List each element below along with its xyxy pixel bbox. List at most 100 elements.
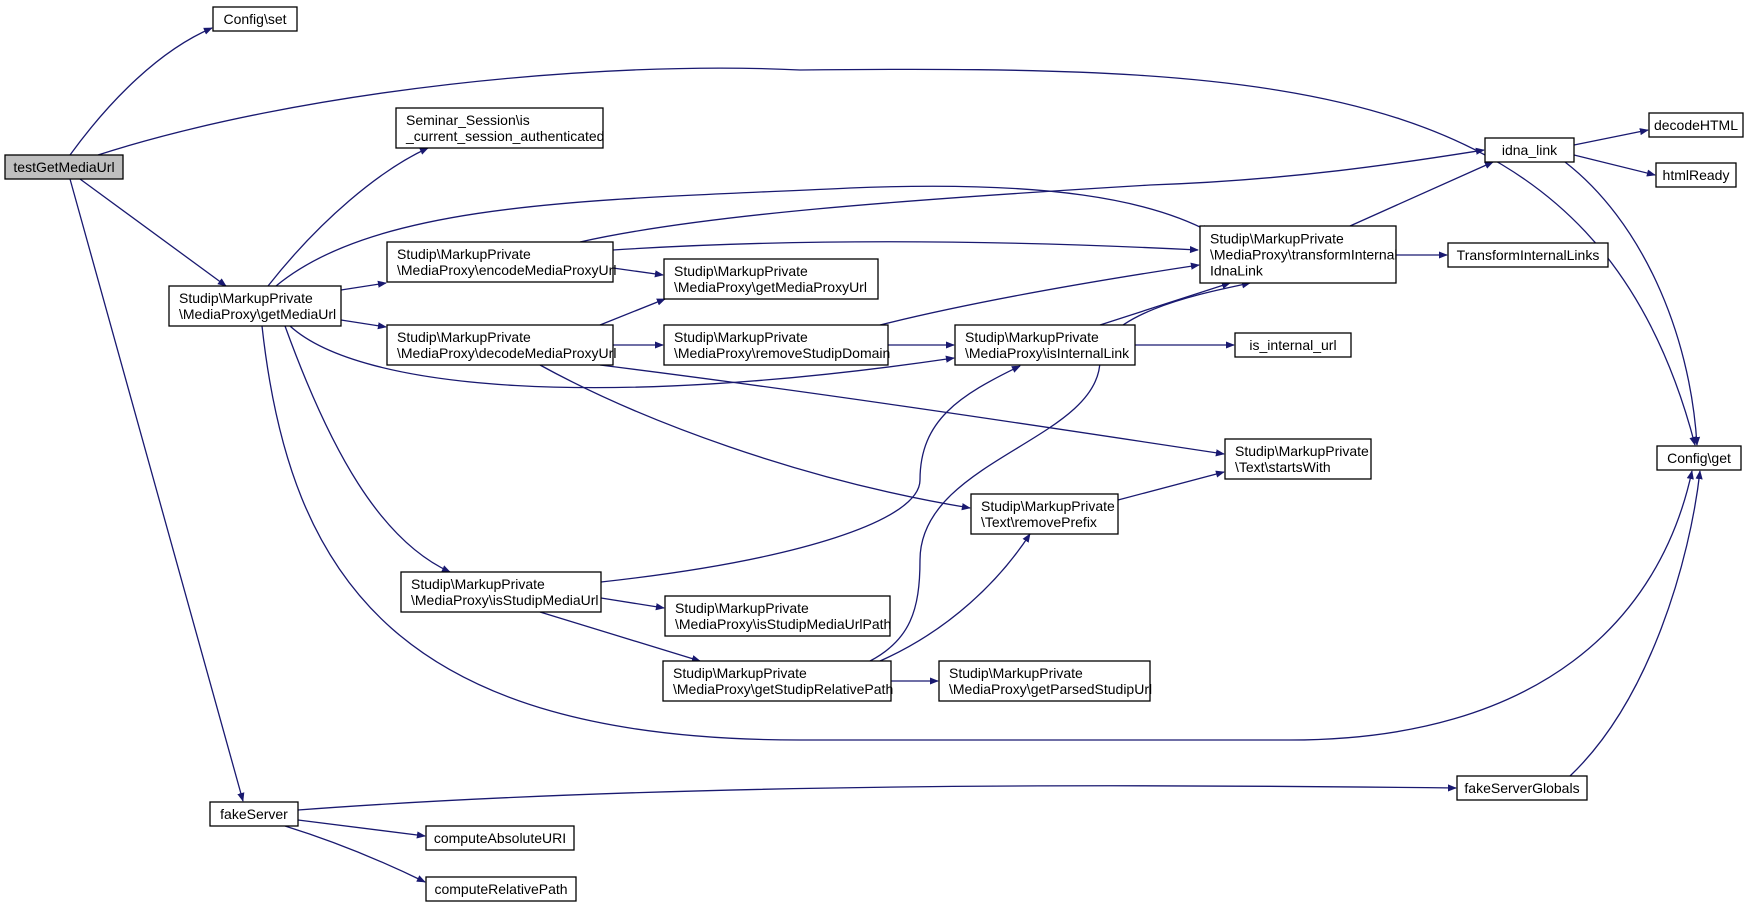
edge-getStudipRelativePath-to-removePrefix [879, 533, 1031, 662]
node-idna_link[interactable]: idna_link [1484, 137, 1575, 163]
node-label: \MediaProxy\decodeMediaProxyUrl [397, 345, 616, 361]
node-box [4, 154, 124, 180]
node-box [1656, 445, 1742, 471]
edge-getMediaUrl-to-isStudipMediaUrl [284, 325, 451, 573]
node-label: computeAbsoluteURI [434, 830, 566, 846]
node-testGetMediaUrl[interactable]: testGetMediaUrl [4, 154, 124, 180]
node-label: decodeHTML [1654, 117, 1738, 133]
node-label: Studip\MarkupPrivate [1235, 443, 1369, 459]
node-isInternalLink[interactable]: Studip\MarkupPrivate\MediaProxy\isIntern… [954, 324, 1136, 366]
node-label: Studip\MarkupPrivate [397, 329, 531, 345]
node-fakeServer[interactable]: fakeServer [209, 801, 299, 827]
edge-fakeServer-to-computeRelativePath [284, 825, 426, 883]
node-isStudipMediaUrlPath[interactable]: Studip\MarkupPrivate\MediaProxy\isStudip… [664, 595, 891, 637]
node-label: Config\set [223, 11, 286, 27]
node-box [1655, 162, 1737, 188]
edge-getMediaUrl-to-seminar_session [267, 147, 429, 287]
node-transformInternalIdnaLink[interactable]: Studip\MarkupPrivate\MediaProxy\transfor… [1199, 225, 1398, 284]
edge-testGetMediaUrl-to-config_get [97, 67, 1697, 446]
node-getMediaUrl[interactable]: Studip\MarkupPrivate\MediaProxy\getMedia… [168, 285, 342, 327]
edge-idna_link-to-htmlReady [1573, 154, 1656, 177]
node-encodeMediaProxyUrl[interactable]: Studip\MarkupPrivate\MediaProxy\encodeMe… [386, 241, 616, 283]
node-config_set[interactable]: Config\set [212, 6, 298, 32]
edge-getMediaUrl-to-config_get [261, 325, 1694, 741]
edge-removePrefix-to-startsWith [1117, 470, 1225, 501]
node-label: Seminar_Session\is [406, 112, 530, 128]
node-getStudipRelativePath[interactable]: Studip\MarkupPrivate\MediaProxy\getStudi… [662, 660, 893, 702]
edge-isStudipMediaUrl-to-isStudipMediaUrlPath [600, 597, 665, 611]
node-label: Studip\MarkupPrivate [674, 329, 808, 345]
node-label: \MediaProxy\isStudipMediaUrlPath [675, 616, 891, 632]
node-box [663, 324, 889, 366]
node-label: is_internal_url [1249, 337, 1336, 353]
node-startsWith[interactable]: Studip\MarkupPrivate\Text\startsWith [1224, 438, 1372, 480]
node-box [212, 6, 298, 32]
node-box [425, 876, 577, 902]
node-box [1447, 242, 1609, 268]
node-label: \MediaProxy\encodeMediaProxyUrl [397, 262, 616, 278]
node-label: \MediaProxy\transformInternal [1210, 247, 1398, 263]
node-box [662, 660, 892, 702]
edge-transformInternalIdnaLink-to-idna_link [1349, 161, 1494, 227]
node-label: \MediaProxy\isStudipMediaUrl [411, 592, 599, 608]
node-decodeHTML[interactable]: decodeHTML [1648, 112, 1744, 138]
node-label: Studip\MarkupPrivate [1210, 231, 1344, 247]
node-label: IdnaLink [1210, 263, 1264, 279]
node-label: htmlReady [1663, 167, 1730, 183]
edge-getMediaUrl-to-encodeMediaProxyUrl [340, 280, 387, 291]
node-box [663, 258, 879, 300]
node-isStudipMediaUrl[interactable]: Studip\MarkupPrivate\MediaProxy\isStudip… [400, 571, 602, 613]
node-box [425, 825, 575, 851]
edge-testGetMediaUrl-to-config_set [69, 27, 213, 156]
edge-removeStudipDomain-to-transformInternalIdnaLink [879, 262, 1200, 326]
node-box [1234, 332, 1352, 358]
node-seminar_session[interactable]: Seminar_Session\is_current_session_authe… [395, 107, 604, 149]
node-label: \MediaProxy\isInternalLink [965, 345, 1130, 361]
node-box [1199, 225, 1397, 284]
node-box [209, 801, 299, 827]
node-getParsedStudipUrl[interactable]: Studip\MarkupPrivate\MediaProxy\getParse… [938, 660, 1152, 702]
edge-testGetMediaUrl-to-fakeServer [69, 178, 245, 802]
edge-decodeMediaProxyUrl-to-startsWith [599, 364, 1225, 457]
node-computeRelativePath[interactable]: computeRelativePath [425, 876, 577, 902]
node-box [664, 595, 891, 637]
node-label: fakeServer [220, 806, 288, 822]
node-box [386, 324, 614, 366]
node-box [400, 571, 602, 613]
node-TransformInternalLinks[interactable]: TransformInternalLinks [1447, 242, 1609, 268]
node-box [1484, 137, 1575, 163]
node-decodeMediaProxyUrl[interactable]: Studip\MarkupPrivate\MediaProxy\decodeMe… [386, 324, 616, 366]
node-box [168, 285, 342, 327]
edge-idna_link-to-config_get [1564, 161, 1701, 446]
node-label: Studip\MarkupPrivate [179, 290, 313, 306]
node-label: \MediaProxy\removeStudipDomain [674, 345, 890, 361]
node-is_internal_url[interactable]: is_internal_url [1234, 332, 1352, 358]
node-label: \MediaProxy\getParsedStudipUrl [949, 681, 1152, 697]
edge-isStudipMediaUrl-to-getStudipRelativePath [539, 611, 701, 663]
node-label: _current_session_authenticated [405, 128, 604, 144]
node-config_get[interactable]: Config\get [1656, 445, 1742, 471]
edge-encodeMediaProxyUrl-to-getMediaProxyUrl [612, 267, 664, 278]
node-label: Studip\MarkupPrivate [965, 329, 1099, 345]
node-fakeServerGlobals[interactable]: fakeServerGlobals [1456, 775, 1588, 801]
edge-decodeMediaProxyUrl-to-removePrefix [539, 364, 971, 511]
node-label: \MediaProxy\getStudipRelativePath [673, 681, 893, 697]
node-removePrefix[interactable]: Studip\MarkupPrivate\Text\removePrefix [970, 493, 1119, 535]
node-label: Studip\MarkupPrivate [411, 576, 545, 592]
edge-fakeServerGlobals-to-config_get [1569, 470, 1703, 777]
node-label: \MediaProxy\getMediaProxyUrl [674, 279, 867, 295]
node-getMediaProxyUrl[interactable]: Studip\MarkupPrivate\MediaProxy\getMedia… [663, 258, 879, 300]
edge-getMediaUrl-to-isInternalLink [289, 325, 955, 389]
edge-encodeMediaProxyUrl-to-idna_link [579, 147, 1485, 243]
node-removeStudipDomain[interactable]: Studip\MarkupPrivate\MediaProxy\removeSt… [663, 324, 890, 366]
node-label: idna_link [1502, 142, 1558, 158]
node-htmlReady[interactable]: htmlReady [1655, 162, 1737, 188]
edge-getMediaUrl-to-transformInternalIdnaLink [275, 185, 1211, 287]
node-label: Config\get [1667, 450, 1731, 466]
node-computeAbsoluteURI[interactable]: computeAbsoluteURI [425, 825, 575, 851]
edge-idna_link-to-decodeHTML [1573, 128, 1649, 146]
node-label: Studip\MarkupPrivate [674, 263, 808, 279]
nodes: testGetMediaUrl Config\setSeminar_Session… [4, 6, 1744, 902]
node-label: TransformInternalLinks [1457, 247, 1600, 263]
edge-decodeMediaProxyUrl-to-getMediaProxyUrl [599, 298, 666, 326]
